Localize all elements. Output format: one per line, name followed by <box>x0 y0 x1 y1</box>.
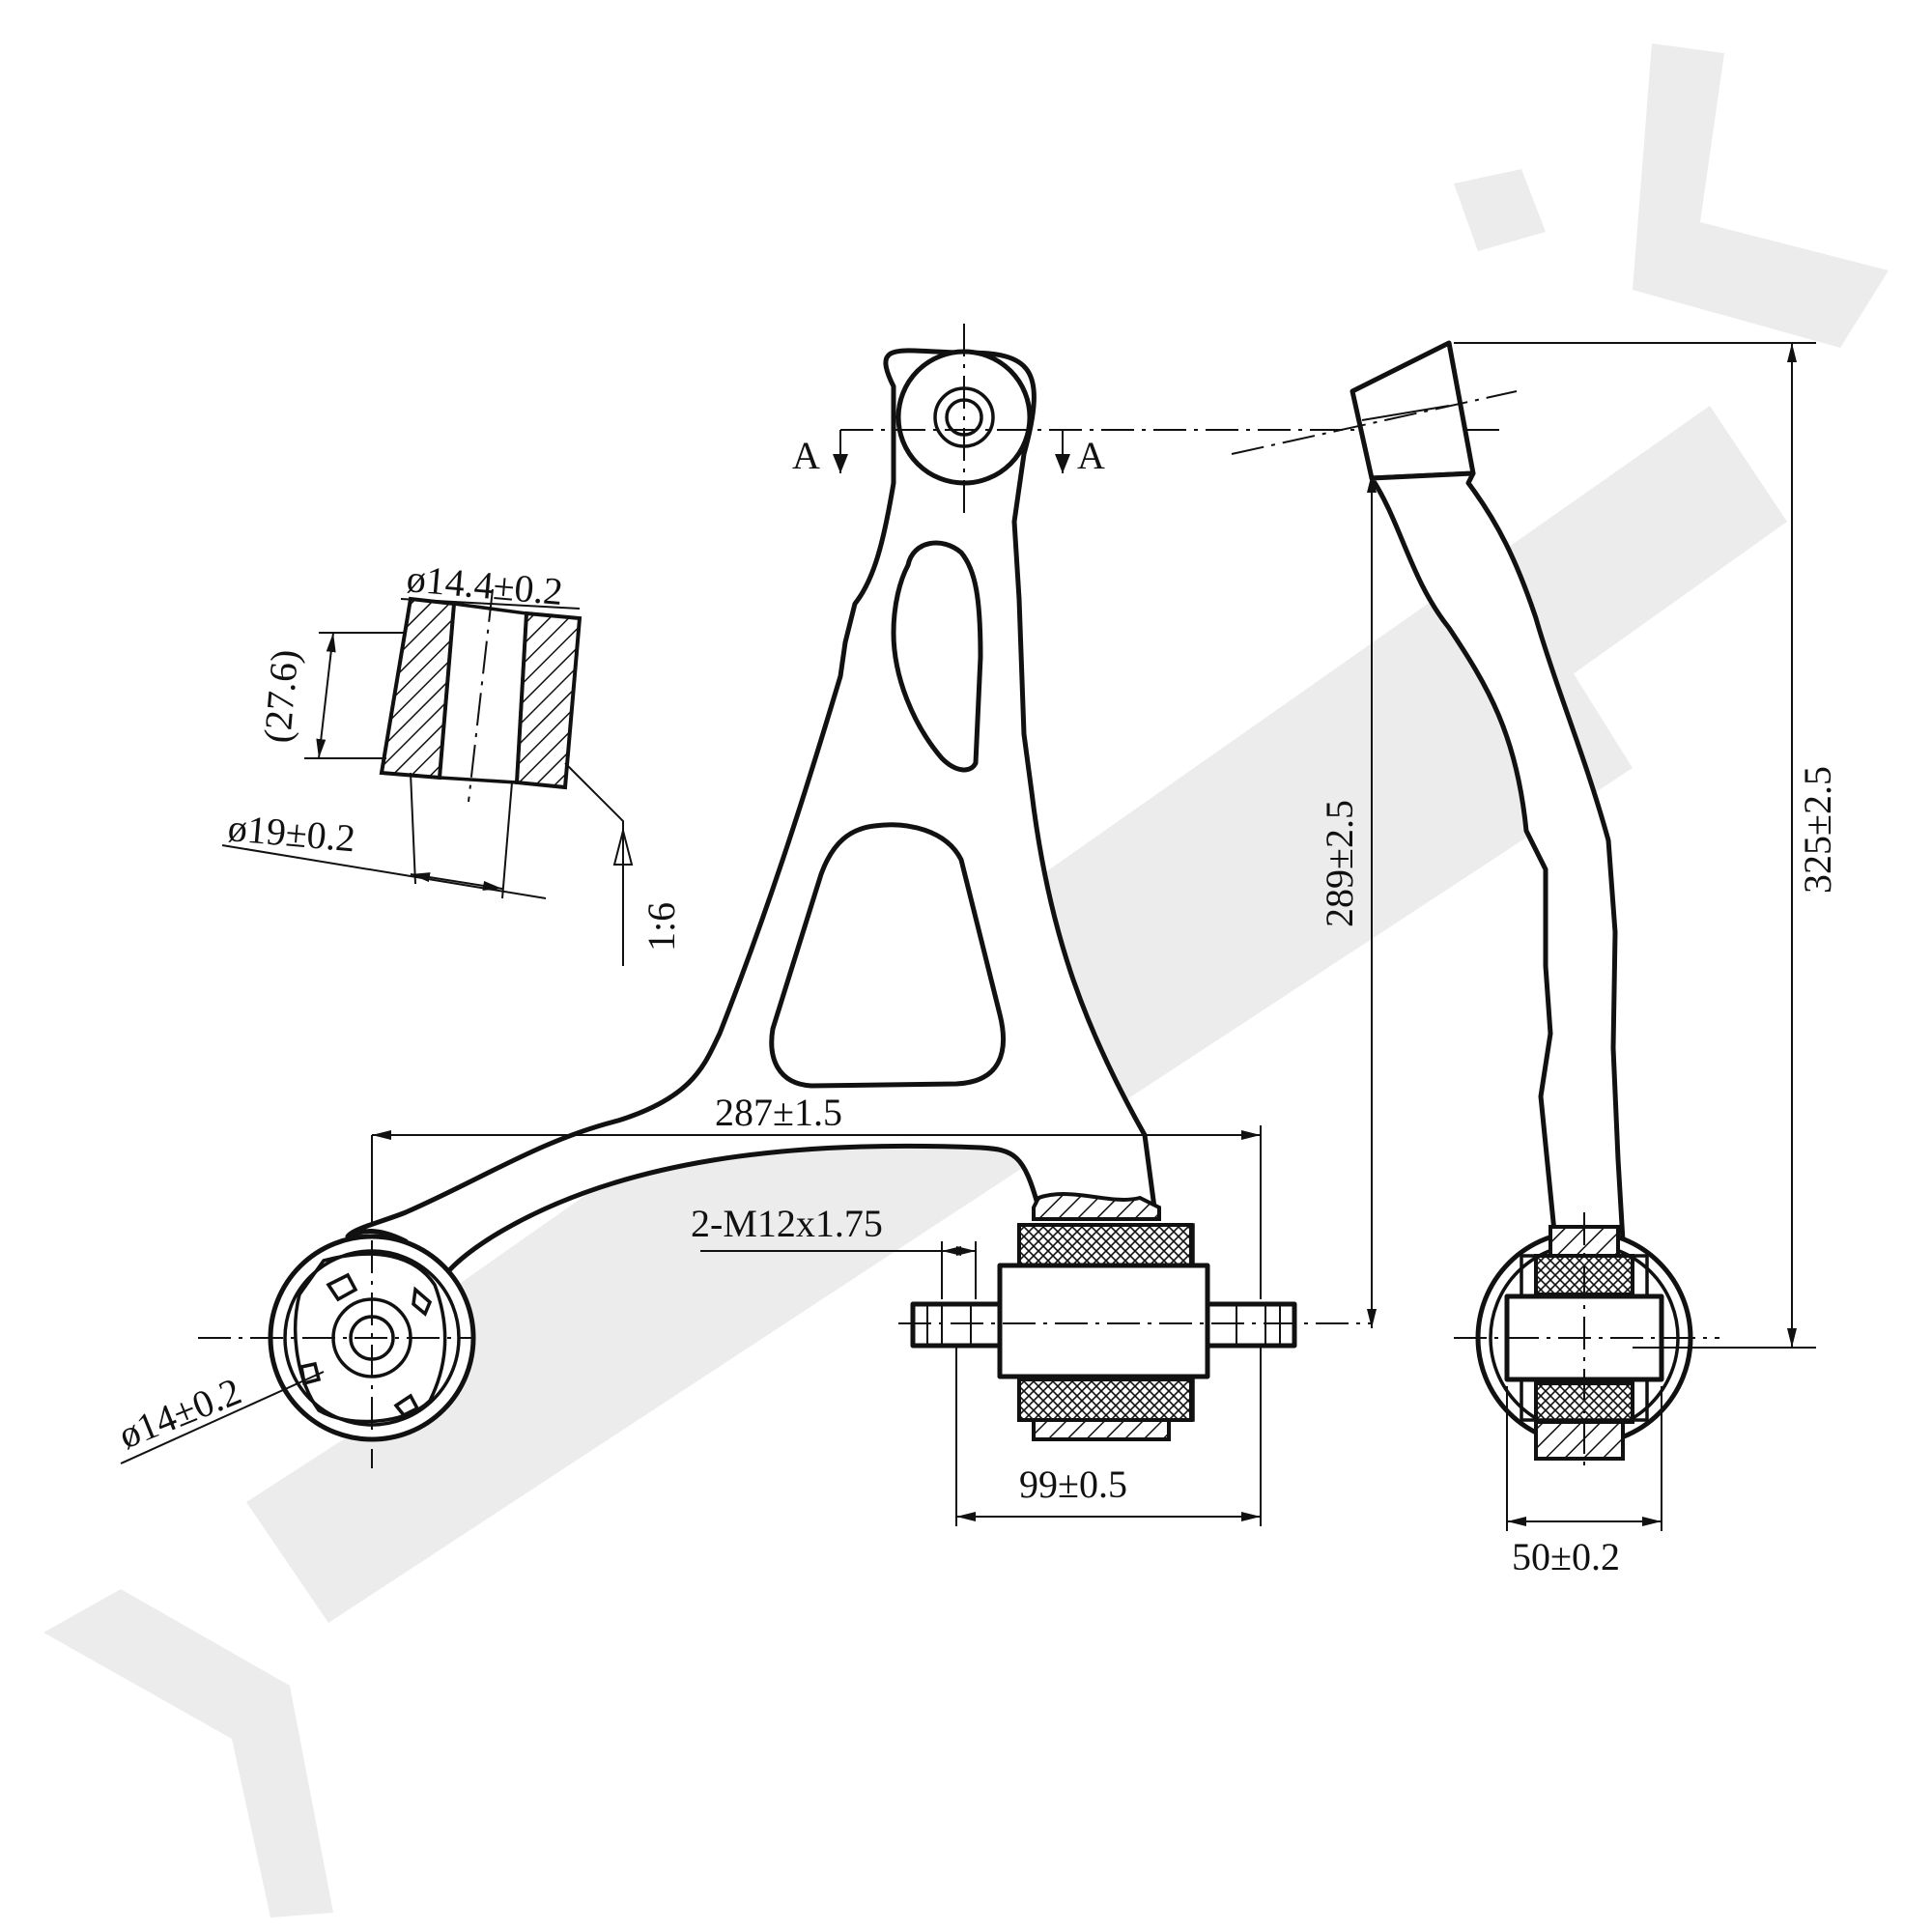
control-arm-side-view <box>1231 340 1719 1468</box>
section-line-a-a: A A <box>792 429 1507 477</box>
dim-thread: 2-M12x1.75 <box>691 1202 883 1245</box>
control-arm-front-view <box>198 324 1372 1468</box>
section-label-right: A <box>1077 434 1105 477</box>
bushing-section-detail <box>379 588 624 860</box>
dim-bushing-height: (27.6) <box>255 648 306 745</box>
dim-bushing-outer-dia: ø19±0.2 <box>226 806 356 860</box>
dim-arm-length: 287±1.5 <box>715 1091 842 1134</box>
dimension-lines <box>120 342 1816 1531</box>
dim-overall-height: 325±2.5 <box>1796 766 1839 894</box>
dim-side-width: 50±0.2 <box>1512 1535 1620 1578</box>
dim-taper: 1:6 <box>639 902 683 952</box>
section-label-left: A <box>792 434 820 477</box>
dim-bushing-width: 99±0.5 <box>1019 1463 1127 1506</box>
dim-height-to-axis: 289±2.5 <box>1318 800 1361 927</box>
dim-ball-joint-dia: ø14±0.2 <box>113 1369 247 1457</box>
